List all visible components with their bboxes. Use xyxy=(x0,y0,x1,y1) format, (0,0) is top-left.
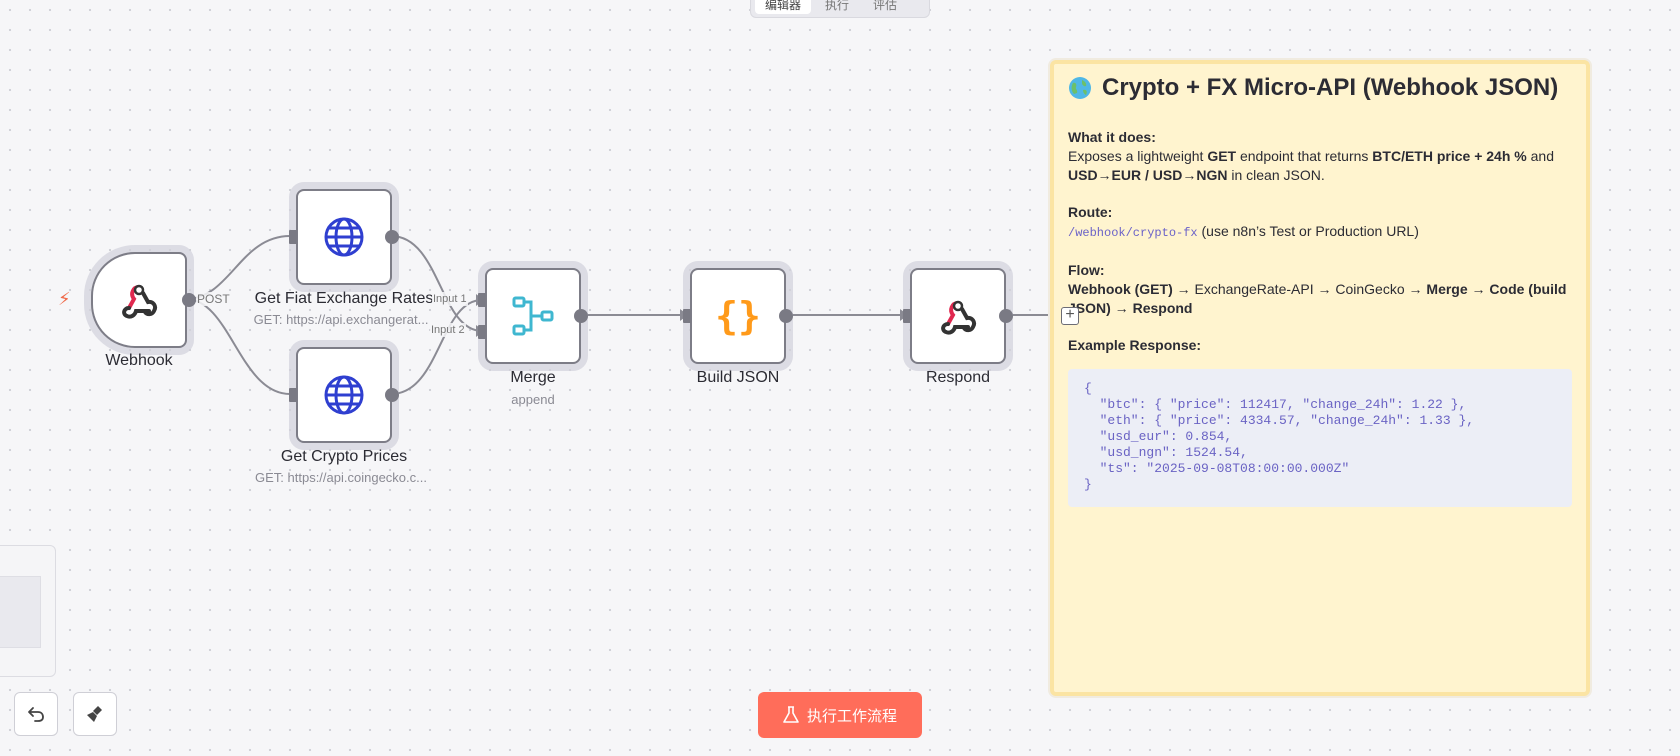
node-respond[interactable] xyxy=(903,268,1013,364)
output-handle[interactable] xyxy=(779,309,793,323)
output-handle[interactable] xyxy=(999,309,1013,323)
globe-icon xyxy=(324,375,364,415)
webhook-icon xyxy=(122,284,158,319)
example-response-code: { "btc": { "price": 112417, "change_24h"… xyxy=(1068,369,1572,507)
output-handle[interactable] xyxy=(574,309,588,323)
add-node-plus-button[interactable]: + xyxy=(1061,307,1079,325)
run-workflow-label: 执行工作流程 xyxy=(806,707,897,725)
flask-icon xyxy=(783,706,799,723)
globe-icon xyxy=(324,217,364,257)
flow-body: Webhook (GET) → ExchangeRate-API → CoinG… xyxy=(1068,281,1567,316)
node-sub-merge: append xyxy=(511,392,555,407)
route-heading: Route: xyxy=(1068,204,1113,220)
node-label-fiat: Get Fiat Exchange Rates xyxy=(254,290,434,307)
input-handle[interactable] xyxy=(683,309,691,323)
broom-icon xyxy=(87,706,102,722)
route-note: (use n8n’s Test or Production URL) xyxy=(1197,223,1419,239)
edge-label-post: POST xyxy=(196,292,231,306)
node-get-fiat-exchange-rates[interactable] xyxy=(289,189,399,285)
output-handle[interactable] xyxy=(385,388,399,402)
sticky-title-text: Crypto + FX Micro-API (Webhook JSON) xyxy=(1102,74,1559,101)
tab-evaluations[interactable]: 评估 xyxy=(873,0,898,12)
undo-icon xyxy=(28,707,44,722)
merge-input-2-label: Input 2 xyxy=(430,323,466,337)
flow-heading: Flow: xyxy=(1068,262,1105,278)
input-handle-1[interactable] xyxy=(478,293,486,307)
sticky-note[interactable]: Crypto + FX Micro-API (Webhook JSON) Wha… xyxy=(1050,60,1590,696)
tab-executions[interactable]: 执行 xyxy=(825,0,850,12)
minimap[interactable] xyxy=(0,545,56,677)
input-handle[interactable] xyxy=(903,309,911,323)
node-merge[interactable] xyxy=(478,268,588,364)
node-label-crypto: Get Crypto Prices xyxy=(280,448,408,465)
node-webhook[interactable] xyxy=(91,252,196,348)
output-handle[interactable] xyxy=(182,293,196,307)
run-workflow-button[interactable]: 执行工作流程 xyxy=(758,692,922,738)
output-handle[interactable] xyxy=(385,230,399,244)
node-label-respond: Respond xyxy=(925,369,991,386)
input-handle[interactable] xyxy=(289,388,297,402)
minimap-viewport[interactable] xyxy=(0,576,41,648)
trigger-bolt-icon: ⚡ xyxy=(58,289,71,309)
node-get-crypto-prices[interactable] xyxy=(289,347,399,443)
code-braces-icon: {} xyxy=(715,294,761,338)
globe-emoji-icon xyxy=(1069,77,1091,99)
what-it-does-heading: What it does: xyxy=(1068,129,1156,145)
view-tabs: 编辑器 执行 评估 xyxy=(750,0,930,18)
input-handle[interactable] xyxy=(289,230,297,244)
webhook-icon xyxy=(941,300,977,335)
undo-button[interactable] xyxy=(14,692,58,736)
tab-editor[interactable]: 编辑器 xyxy=(755,0,812,14)
merge-input-1-label: Input 1 xyxy=(432,292,468,306)
node-sub-fiat: GET: https://api.exchangerat... xyxy=(253,312,429,327)
what-it-does-body: Exposes a lightweight GET endpoint that … xyxy=(1068,148,1554,183)
input-handle-2[interactable] xyxy=(478,325,486,339)
node-sub-crypto: GET: https://api.coingecko.c... xyxy=(255,470,427,485)
merge-icon xyxy=(512,296,554,336)
node-label-webhook: Webhook xyxy=(105,352,173,369)
route-body: /webhook/crypto-fx (use n8n’s Test or Pr… xyxy=(1068,222,1572,243)
sticky-title: Crypto + FX Micro-API (Webhook JSON) xyxy=(1068,74,1572,102)
clear-canvas-button[interactable] xyxy=(73,692,117,736)
node-label-build: Build JSON xyxy=(696,369,780,386)
example-response-heading: Example Response: xyxy=(1068,337,1202,353)
node-build-json[interactable]: {} xyxy=(683,268,793,364)
node-label-merge: Merge xyxy=(510,369,556,386)
route-path: /webhook/crypto-fx xyxy=(1068,226,1198,240)
